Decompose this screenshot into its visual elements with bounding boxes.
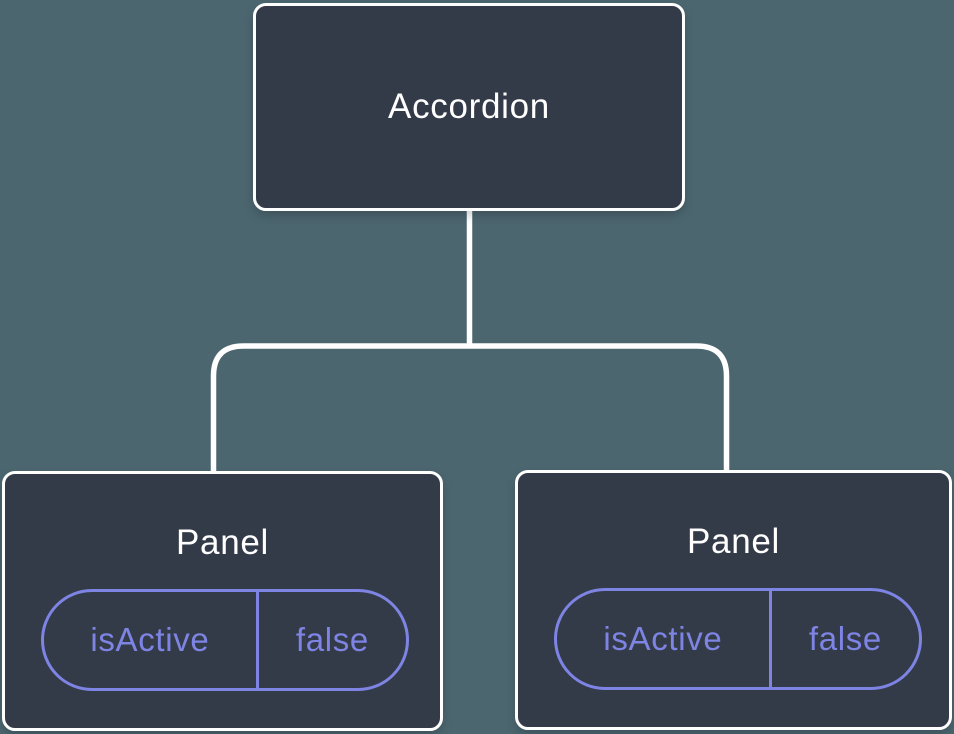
- panel-right-label: Panel: [686, 522, 781, 561]
- state-key: isActive: [557, 591, 772, 687]
- state-key: isActive: [44, 592, 259, 688]
- node-accordion: Accordion: [253, 3, 685, 211]
- state-pill: isActive false: [554, 588, 922, 690]
- state-value: false: [808, 620, 882, 657]
- accordion-label: Accordion: [388, 87, 550, 126]
- state-pill: isActive false: [41, 589, 409, 691]
- node-panel-right: Panel isActive false: [515, 470, 952, 730]
- panel-left-label: Panel: [175, 523, 270, 562]
- connector-branches: [210, 343, 730, 472]
- state-value: false: [295, 621, 369, 658]
- node-panel-left: Panel isActive false: [2, 471, 443, 731]
